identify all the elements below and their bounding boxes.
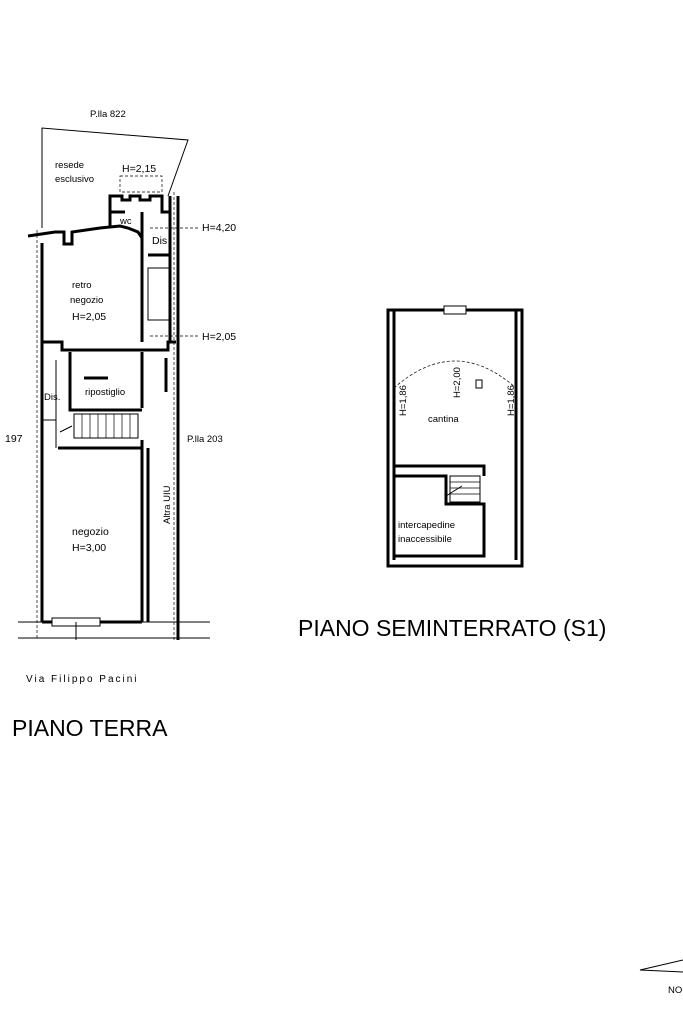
height-mid-label: H=2,05 [202, 331, 236, 343]
basement-window [443, 305, 467, 315]
street-label: Via Filippo Pacini [26, 674, 139, 685]
void-wall [394, 474, 486, 558]
basement-column [475, 379, 483, 389]
parcel-left-label: 197 [5, 433, 23, 445]
shop-label: negozio [72, 526, 109, 538]
yard-height-box [119, 175, 163, 193]
ground-floor-plan: P.lla 822 resede esclusivo H=2,15 wc Dis… [5, 109, 236, 741]
backshop-label-2: negozio [70, 295, 103, 306]
basement-stairs [449, 475, 481, 503]
height-upper-label: H=4,20 [202, 222, 236, 234]
backshop-bottom-wall [42, 340, 176, 352]
storage-wall-left [68, 352, 142, 412]
basement-stair-arrow [445, 485, 463, 497]
height-right-label: H=1,86 [506, 385, 517, 416]
yard-label-1: resede [55, 160, 84, 171]
ground-floor-title: PIANO TERRA [12, 715, 168, 741]
north-arrow: NO [639, 959, 683, 996]
dis-upper-label: Dis [152, 235, 167, 247]
wc-block-wall [108, 194, 170, 226]
north-label: NO [668, 985, 682, 996]
neighbor-unit-label: Altra UIU [162, 485, 173, 524]
cellar-label: cantina [428, 414, 459, 425]
backshop-label-1: retro [72, 280, 92, 291]
height-left-label: H=1,86 [398, 385, 409, 416]
rear-wall [27, 224, 144, 246]
north-arrow-icon [639, 959, 683, 973]
void-label-1: intercapedine [398, 520, 455, 531]
stair-arrow [59, 425, 73, 433]
parcel-top-label: P.lla 822 [90, 109, 126, 120]
shop-height-label: H=3,00 [72, 542, 106, 554]
cellar-bottom-wall [394, 464, 486, 476]
vault-arc [393, 360, 517, 389]
parcel-right-label: P.lla 203 [187, 434, 223, 445]
basement-title: PIANO SEMINTERRATO (S1) [298, 615, 606, 641]
backshop-height-label: H=2,05 [72, 311, 106, 323]
corridor-box [147, 267, 171, 321]
wc-label: wc [119, 216, 132, 227]
dis-lower-label: Dis. [44, 392, 60, 403]
storage-label: ripostiglio [85, 387, 125, 398]
parcel-boundary [41, 127, 189, 228]
void-label-2: inaccessibile [398, 534, 452, 545]
height-center-label: H=2,00 [452, 367, 463, 398]
yard-height-label: H=2,15 [122, 163, 156, 175]
basement-plan: H=1,86 H=2,00 H=1,86 cantina intercapedi… [298, 305, 606, 641]
yard-label-2: esclusivo [55, 174, 94, 185]
